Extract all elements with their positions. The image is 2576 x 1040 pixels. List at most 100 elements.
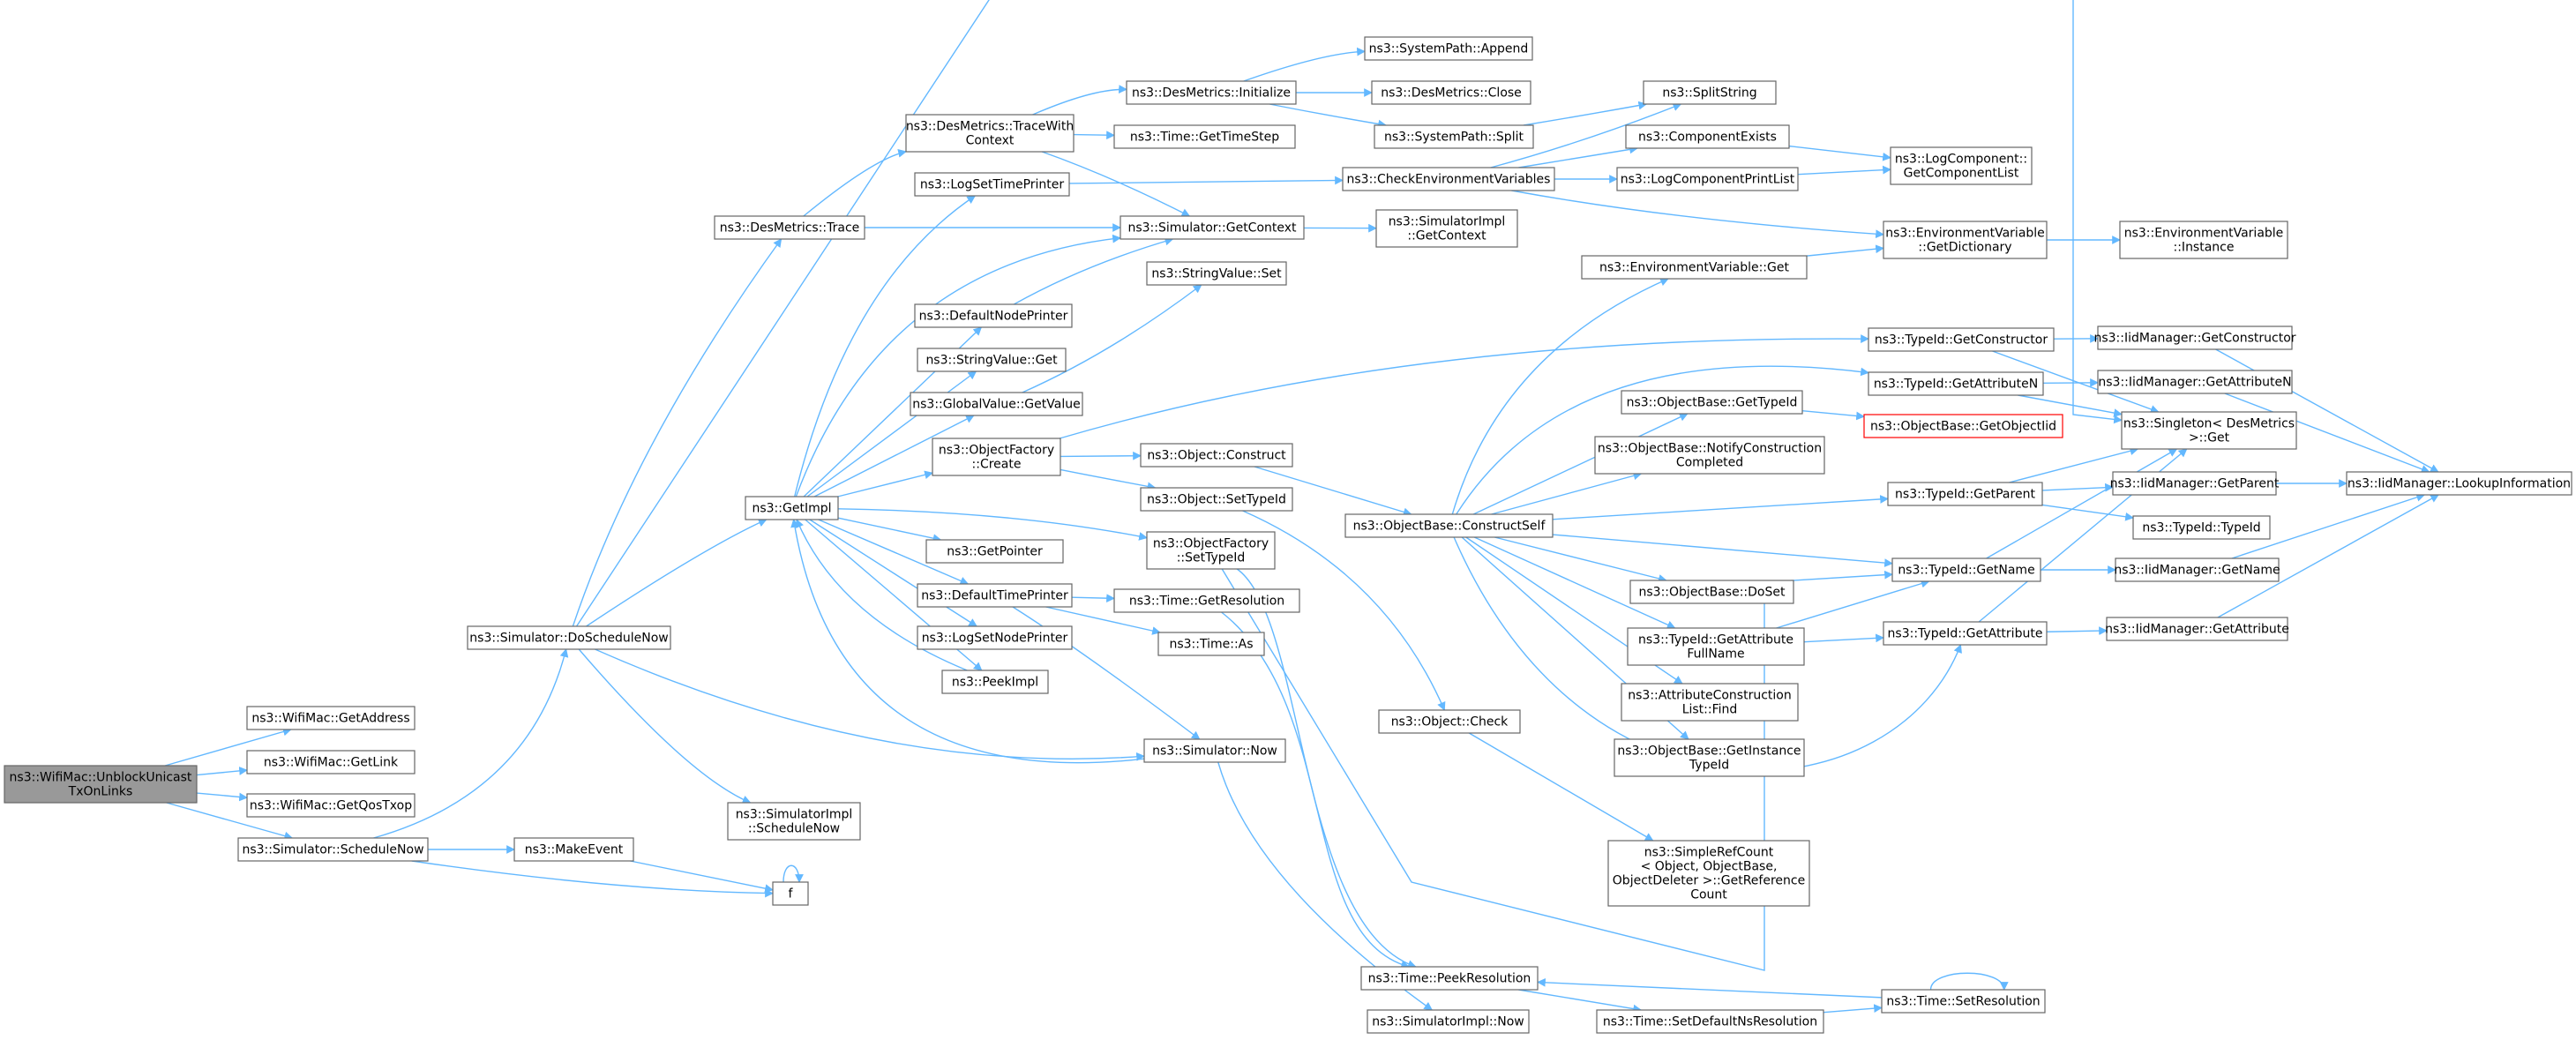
node-stringValueSet[interactable]: ns3::StringValue::Set xyxy=(1146,261,1287,286)
node-doScheduleNow[interactable]: ns3::Simulator::DoScheduleNow xyxy=(467,625,671,650)
node-box xyxy=(1891,557,2041,582)
node-getPointer[interactable]: ns3::GetPointer xyxy=(925,539,1064,564)
node-objectFactoryCreate[interactable]: ns3::ObjectFactory::Create xyxy=(932,438,1061,476)
node-label: ns3::DefaultTimePrinter xyxy=(921,589,1068,603)
node-globalValueGetValue[interactable]: ns3::GlobalValue::GetValue xyxy=(910,392,1083,416)
node-peekResolution[interactable]: ns3::Time::PeekResolution xyxy=(1360,966,1539,991)
edge-defaultTimePrinter-to-getResolution xyxy=(1071,594,1115,603)
node-logGetComponentList[interactable]: ns3::LogComponent::GetComponentList xyxy=(1890,146,2033,185)
node-timeSetResolution[interactable]: ns3::Time::SetResolution xyxy=(1881,989,2046,1014)
node-label: TxOnLinks xyxy=(68,785,133,799)
node-scheduleNow[interactable]: ns3::Simulator::ScheduleNow xyxy=(237,837,429,862)
node-getLink[interactable]: ns3::WifiMac::GetLink xyxy=(246,750,416,774)
node-objectConstruct[interactable]: ns3::Object::Construct xyxy=(1140,443,1293,468)
node-label: ns3::Singleton< DesMetrics xyxy=(2123,417,2295,431)
node-constructSelf[interactable]: ns3::ObjectBase::ConstructSelf xyxy=(1344,513,1554,538)
node-objBaseGetTypeId[interactable]: ns3::ObjectBase::GetTypeId xyxy=(1621,390,1803,415)
node-simpleRefCount[interactable]: ns3::SimpleRefCount< Object, ObjectBase,… xyxy=(1607,840,1810,907)
node-getResolution[interactable]: ns3::Time::GetResolution xyxy=(1113,588,1300,613)
node-factorySetTypeId[interactable]: ns3::ObjectFactory::SetTypeId xyxy=(1146,531,1276,570)
node-logSetTimePrinter[interactable]: ns3::LogSetTimePrinter xyxy=(914,172,1070,197)
node-getQosTxop[interactable]: ns3::WifiMac::GetQosTxop xyxy=(246,793,416,818)
node-box xyxy=(1621,683,1799,722)
node-label: ns3::SplitString xyxy=(1662,86,1756,101)
node-checkEnvVars[interactable]: ns3::CheckEnvironmentVariables xyxy=(1342,167,1555,191)
node-iidGetConstructor[interactable]: ns3::IidManager::GetConstructor xyxy=(2093,325,2296,350)
node-f[interactable]: f xyxy=(772,881,809,906)
node-typeIdGetAttributeN[interactable]: ns3::TypeId::GetAttributeN xyxy=(1868,371,2044,396)
node-desInitialize[interactable]: ns3::DesMetrics::Initialize xyxy=(1126,80,1297,105)
node-iidGetParent[interactable]: ns3::IidManager::GetParent xyxy=(2110,471,2280,496)
node-defaultTimePrinter[interactable]: ns3::DefaultTimePrinter xyxy=(917,583,1073,608)
edge-scheduleNow-to-f xyxy=(411,860,774,898)
node-label: ns3::TypeId::GetAttribute xyxy=(1888,627,2043,641)
node-box xyxy=(1627,627,1805,666)
node-implGetContext[interactable]: ns3::SimulatorImpl::GetContext xyxy=(1375,209,1518,248)
edge-checkEnvVars-to-componentExists xyxy=(1518,145,1638,168)
node-systemAppend[interactable]: ns3::SystemPath::Append xyxy=(1364,36,1533,61)
edge-factorySetTypeId-to-peekResolution xyxy=(1236,568,1417,969)
node-typeIdTypeId[interactable]: ns3::TypeId::TypeId xyxy=(2132,515,2271,540)
node-getAddress[interactable]: ns3::WifiMac::GetAddress xyxy=(246,706,416,730)
node-splitString[interactable]: ns3::SplitString xyxy=(1643,80,1777,105)
node-implScheduleNow[interactable]: ns3::SimulatorImpl::ScheduleNow xyxy=(727,802,861,841)
node-envVarGet[interactable]: ns3::EnvironmentVariable::Get xyxy=(1581,255,1808,280)
edge-makeEvent-to-f xyxy=(630,860,774,893)
node-singletonGet[interactable]: ns3::Singleton< DesMetrics>::Get xyxy=(2121,411,2297,450)
node-label: ns3::StringValue::Set xyxy=(1151,267,1282,281)
node-timeAs[interactable]: ns3::Time::As xyxy=(1157,632,1265,656)
node-stringValueGet[interactable]: ns3::StringValue::Get xyxy=(917,348,1067,372)
node-desTrace[interactable]: ns3::DesMetrics::Trace xyxy=(714,215,865,240)
node-defaultNodePrinter[interactable]: ns3::DefaultNodePrinter xyxy=(914,303,1073,328)
edge-doScheduleNow-to-implScheduleNow xyxy=(578,648,752,804)
node-peekImpl[interactable]: ns3::PeekImpl xyxy=(941,670,1049,694)
edge-typeIdGetConstructor-to-singletonGet xyxy=(1992,350,2160,414)
node-typeIdGetName[interactable]: ns3::TypeId::GetName xyxy=(1891,557,2041,582)
node-getContext[interactable]: ns3::Simulator::GetContext xyxy=(1120,215,1305,240)
node-label: GetComponentList xyxy=(1904,167,2019,181)
node-getImpl[interactable]: ns3::GetImpl xyxy=(745,496,839,520)
node-envVarGetDictionary[interactable]: ns3::EnvironmentVariable::GetDictionary xyxy=(1883,221,2048,259)
edge-factorySetTypeId-to-typeIdGetName xyxy=(1221,568,1893,971)
node-typeIdGetParent[interactable]: ns3::TypeId::GetParent xyxy=(1887,482,2043,506)
node-typeIdGetConstructor[interactable]: ns3::TypeId::GetConstructor xyxy=(1868,327,2055,352)
node-makeEvent[interactable]: ns3::MakeEvent xyxy=(513,837,634,862)
edge-traceWithContext-to-getTimeStep xyxy=(1073,131,1115,140)
node-iidGetAttributeN[interactable]: ns3::IidManager::GetAttributeN xyxy=(2097,370,2293,394)
node-box xyxy=(1113,124,1296,149)
node-box xyxy=(2346,471,2572,496)
node-envVarInstance[interactable]: ns3::EnvironmentVariable::Instance xyxy=(2119,221,2288,259)
node-iidLookupInformation[interactable]: ns3::IidManager::LookupInformation xyxy=(2346,471,2572,496)
node-componentExists[interactable]: ns3::ComponentExists xyxy=(1625,124,1790,149)
node-setDefaultNsResolution[interactable]: ns3::Time::SetDefaultNsResolution xyxy=(1596,1009,1824,1034)
node-box xyxy=(1342,167,1555,191)
node-notifyConstruction[interactable]: ns3::ObjectBase::NotifyConstructionCompl… xyxy=(1594,436,1825,475)
node-objBaseDoSet[interactable]: ns3::ObjectBase::DoSet xyxy=(1629,580,1794,604)
node-typeIdGetAttribute[interactable]: ns3::TypeId::GetAttribute xyxy=(1883,621,2048,646)
node-implNow[interactable]: ns3::SimulatorImpl::Now xyxy=(1367,1009,1530,1034)
node-getTimeStep[interactable]: ns3::Time::GetTimeStep xyxy=(1113,124,1296,149)
edges xyxy=(164,0,2439,1014)
node-box xyxy=(1887,482,2043,506)
node-iidGetAttribute[interactable]: ns3::IidManager::GetAttribute xyxy=(2105,617,2289,641)
edge-iidGetAttributeN-to-iidLookupInformation xyxy=(2224,393,2430,474)
node-simNow[interactable]: ns3::Simulator::Now xyxy=(1143,738,1286,763)
node-logComponentPrintList[interactable]: ns3::LogComponentPrintList xyxy=(1616,167,1799,191)
node-systemSplit[interactable]: ns3::SystemPath::Split xyxy=(1374,124,1534,149)
node-box xyxy=(1863,414,2063,438)
edge-objectConstruct-to-constructSelf xyxy=(1254,466,1412,517)
node-objectCheck[interactable]: ns3::Object::Check xyxy=(1378,709,1521,734)
node-iidGetName[interactable]: ns3::IidManager::GetName xyxy=(2114,557,2280,582)
node-getObjectIid[interactable]: ns3::ObjectBase::GetObjectIid xyxy=(1863,414,2063,438)
edge-checkEnvVars-to-splitString xyxy=(1490,102,1682,168)
node-logSetNodePrinter[interactable]: ns3::LogSetNodePrinter xyxy=(917,625,1073,650)
node-objectSetTypeId[interactable]: ns3::Object::SetTypeId xyxy=(1140,487,1293,512)
node-desClose[interactable]: ns3::DesMetrics::Close xyxy=(1371,80,1531,105)
edge-getImpl-to-objectFactoryCreate xyxy=(837,470,933,498)
